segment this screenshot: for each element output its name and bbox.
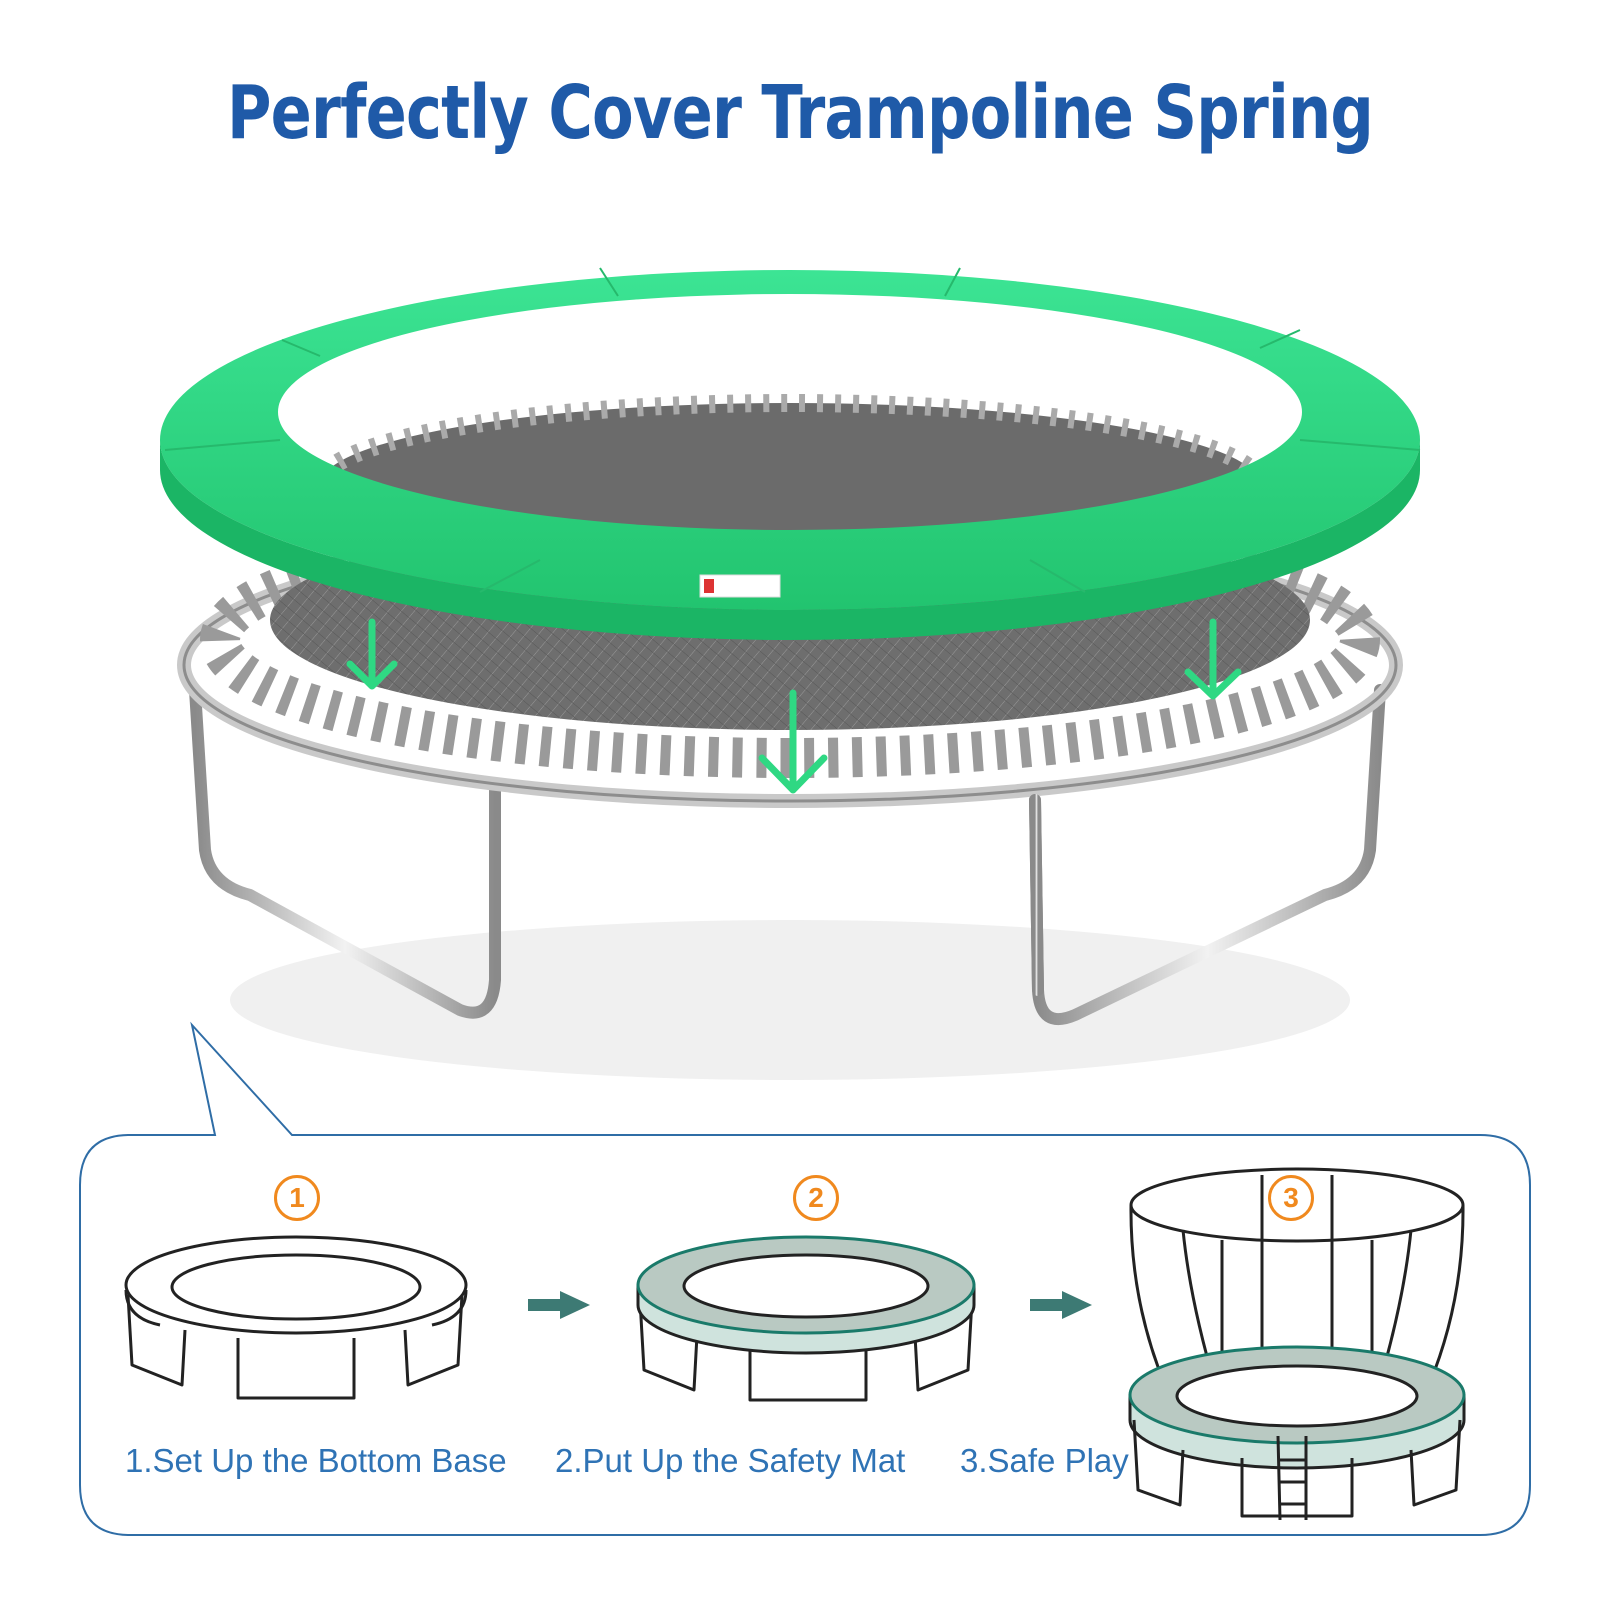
- trampoline-legs: [189, 684, 1386, 1025]
- pad-seams: [164, 267, 1421, 593]
- down-arrow-icon: [1184, 618, 1242, 700]
- down-arrow-icon: [346, 618, 398, 690]
- step-number-3: 3: [1268, 1175, 1314, 1221]
- step-label-2: 2.Put Up the Safety Mat: [555, 1442, 906, 1479]
- step-label-1: 1.Set Up the Bottom Base: [125, 1442, 507, 1479]
- step1-base-illustration: [124, 1235, 468, 1400]
- down-arrow-icon: [758, 689, 828, 794]
- pad-label-tag: [699, 574, 781, 598]
- step-number-2: 2: [793, 1175, 839, 1221]
- step3-enclosure-illustration: [1128, 1167, 1466, 1521]
- right-arrow-icon: [1030, 1291, 1092, 1319]
- right-arrow-icon: [528, 1291, 590, 1319]
- page-title: Perfectly Cover Trampoline Spring: [226, 70, 1374, 156]
- step2-mat-illustration: [636, 1235, 976, 1402]
- step-number-1: 1: [274, 1175, 320, 1221]
- ground-shadow: [230, 920, 1350, 1080]
- step-label-3: 3.Safe Play: [960, 1442, 1129, 1479]
- safety-pad: [160, 270, 1420, 610]
